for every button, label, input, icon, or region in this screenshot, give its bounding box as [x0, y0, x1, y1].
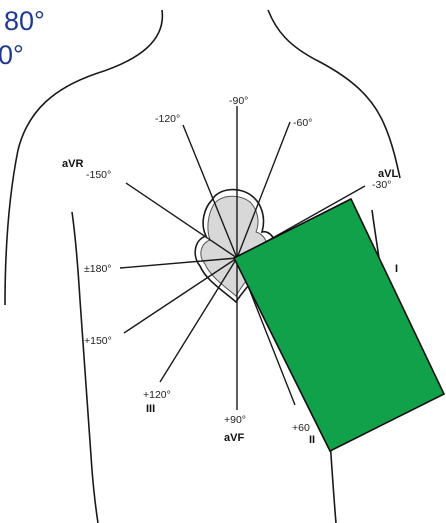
- right-flank: [330, 440, 336, 523]
- lead-avr: aVR: [62, 158, 83, 170]
- label-minus120: -120°: [155, 113, 180, 125]
- label-minus90: -90°: [229, 95, 248, 107]
- label-minus150: -150°: [86, 169, 111, 181]
- label-180: ±180°: [84, 263, 111, 275]
- lead-iii: III: [146, 403, 155, 415]
- axis-plus120: [160, 258, 237, 382]
- axis-plus150: [124, 258, 237, 333]
- label-minus60: -60°: [293, 117, 312, 129]
- lead-i: I: [395, 263, 398, 275]
- lead-avl: aVL: [378, 168, 398, 180]
- label-plus150: +150°: [84, 335, 112, 347]
- label-minus30: -30°: [372, 179, 391, 191]
- lead-ii: II: [309, 434, 315, 446]
- neck-left: [5, 10, 162, 305]
- label-plus90: +90°: [224, 414, 246, 426]
- lead-avf: aVF: [224, 432, 244, 444]
- green-overlay-box: [234, 199, 444, 451]
- label-plus120: +120°: [143, 389, 171, 401]
- neck-right: [268, 10, 400, 178]
- left-arm-inner: [72, 212, 98, 523]
- label-plus60: +60: [292, 422, 310, 434]
